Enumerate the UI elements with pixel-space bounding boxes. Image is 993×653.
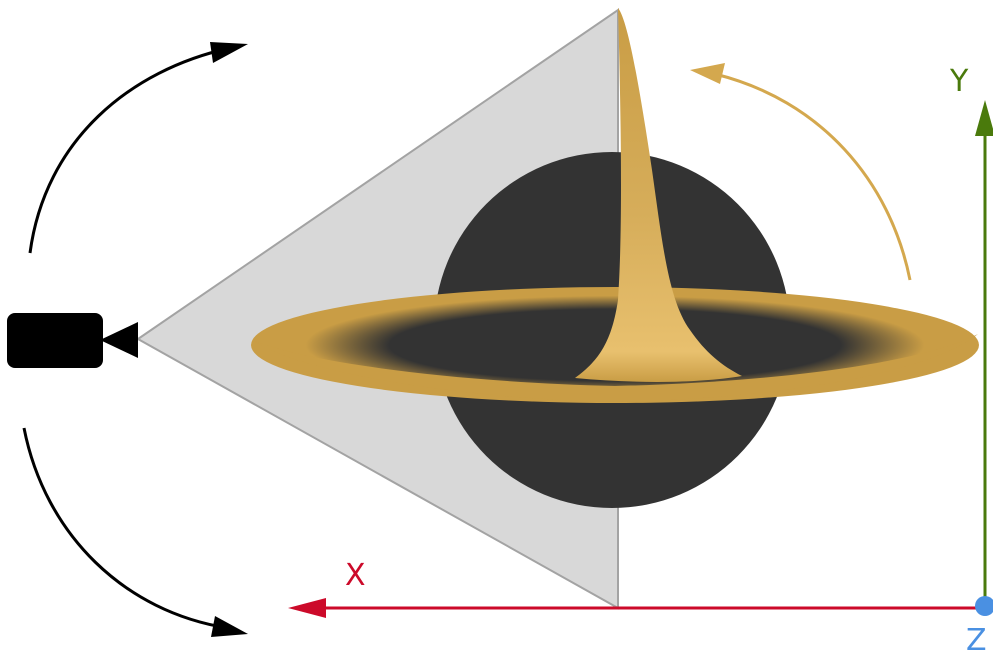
camera-body: [7, 313, 103, 368]
z-axis-label: Z: [966, 623, 987, 653]
camera-lens: [100, 322, 138, 358]
camera-orbit-arrowhead-down: [211, 616, 248, 637]
camera-orbit-arrow-down: [24, 428, 228, 628]
camera-orbit-arrow-up: [30, 48, 230, 253]
y-axis-arrowhead: [975, 100, 993, 136]
x-axis-arrowhead: [288, 598, 326, 618]
y-axis-label: Y: [949, 64, 969, 99]
z-axis-dot: [975, 596, 993, 616]
x-axis-label: X: [345, 558, 366, 593]
video-camera-icon: [7, 313, 138, 368]
camera-orbit-arrowhead-up: [210, 42, 248, 63]
rotation-arrowhead: [690, 63, 725, 84]
